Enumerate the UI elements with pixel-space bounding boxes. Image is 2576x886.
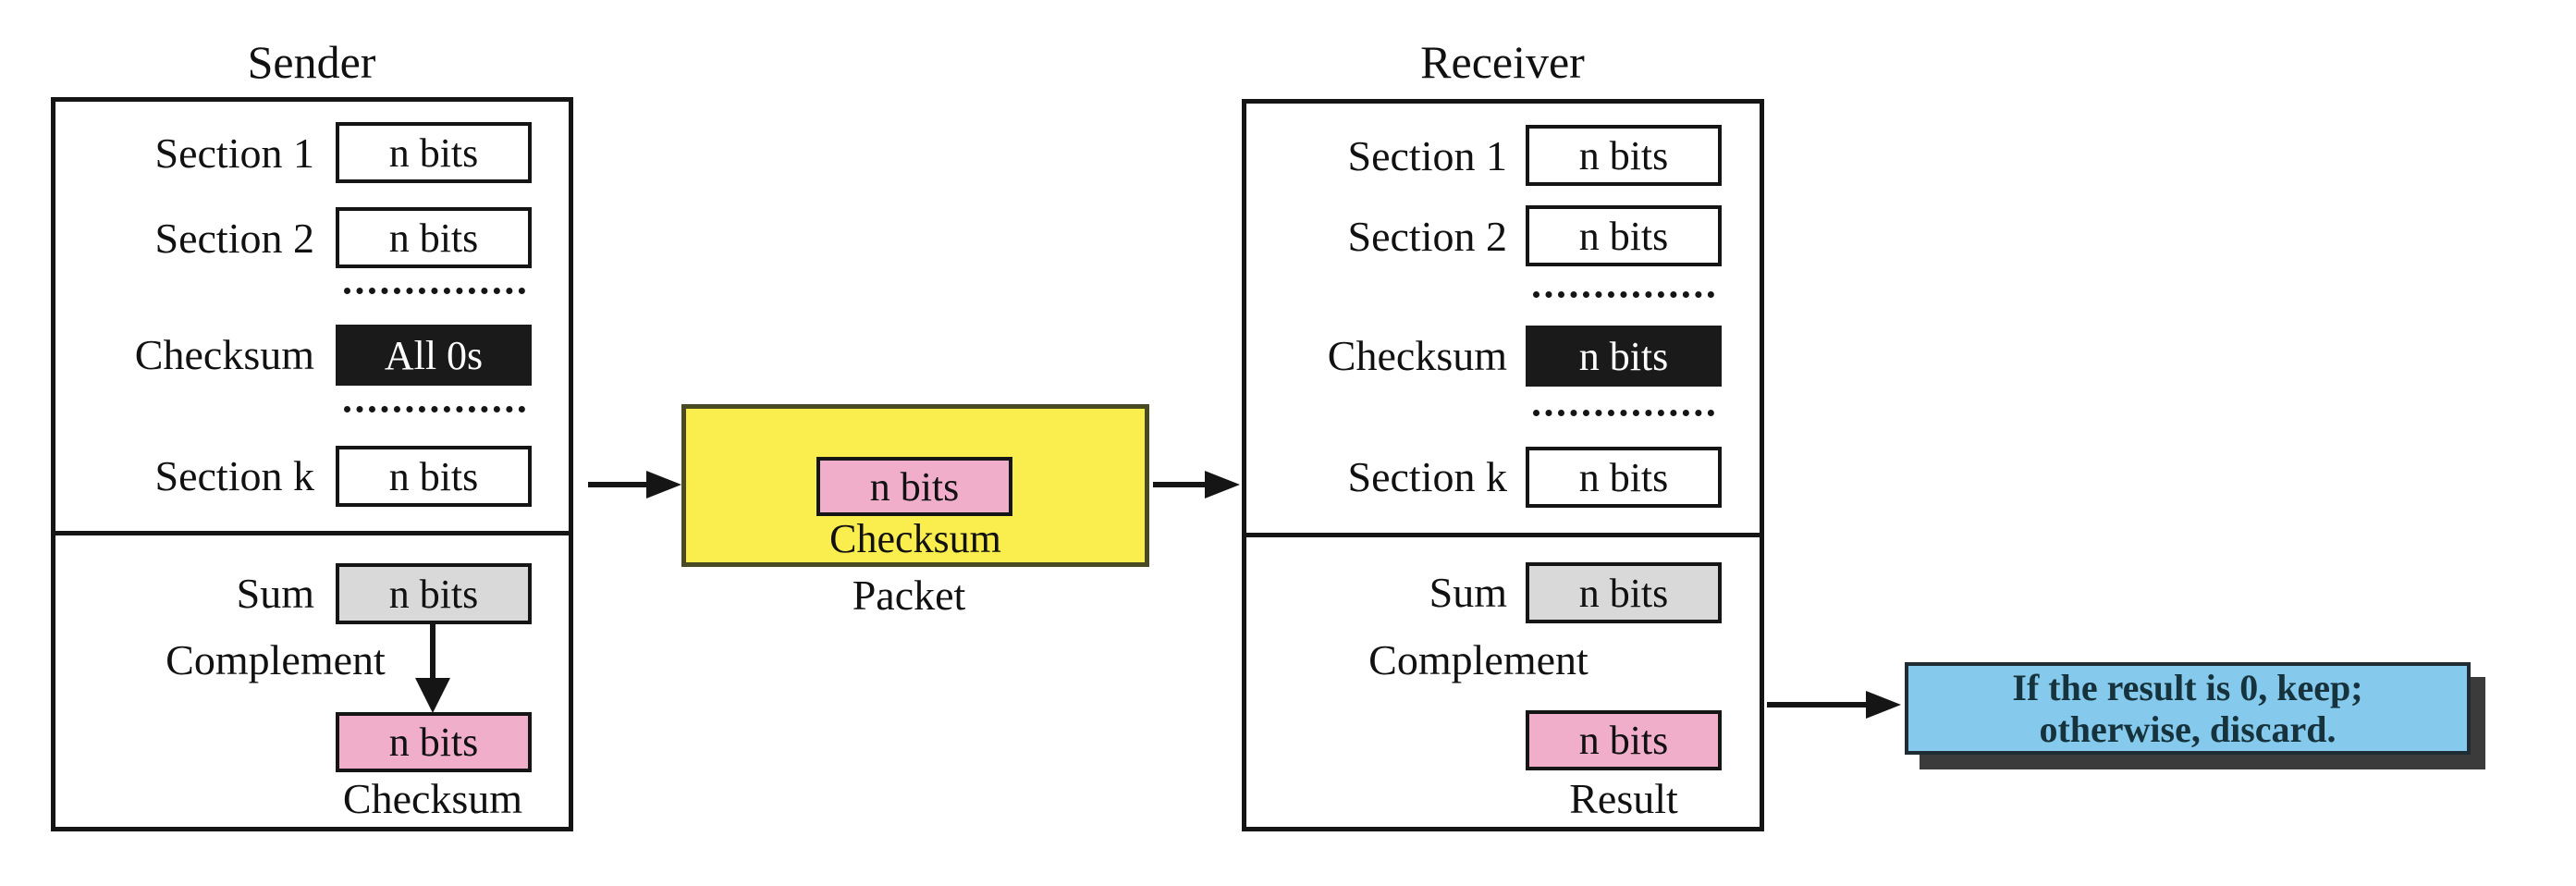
packet-caption: Packet	[852, 572, 966, 619]
packet-to-receiver-arrow-shaft	[1153, 482, 1207, 487]
sender-result-box: n bits	[336, 712, 532, 772]
sender-complement-label: Complement	[166, 636, 386, 683]
sender-section1-box: n bits	[336, 122, 532, 183]
sender-ellipsis-bottom	[344, 406, 525, 412]
sender-sum-box: n bits	[336, 563, 532, 624]
receiver-ellipsis-bottom	[1533, 410, 1714, 416]
receiver-section2-label: Section 2	[1347, 213, 1507, 260]
receiver-sum-label: Sum	[1429, 569, 1507, 616]
packet-checksum-caption: Checksum	[829, 516, 1001, 561]
receiver-to-note-arrow-head	[1866, 691, 1901, 719]
receiver-checksum-box: n bits	[1526, 326, 1722, 387]
receiver-divider	[1242, 533, 1764, 537]
packet-to-receiver-arrow-head	[1205, 471, 1240, 498]
sender-sectionk-label: Section k	[154, 452, 314, 499]
note-line2: otherwise, discard.	[2039, 708, 2337, 750]
receiver-to-note-arrow-shaft	[1767, 702, 1869, 708]
sender-checksum-box: All 0s	[336, 325, 532, 386]
note-line1: If the result is 0, keep;	[2012, 667, 2363, 708]
receiver-title: Receiver	[1420, 36, 1585, 88]
sender-section1-label: Section 1	[154, 129, 314, 177]
receiver-checksum-label: Checksum	[1327, 332, 1507, 379]
receiver-section1-label: Section 1	[1347, 132, 1507, 179]
sender-to-packet-arrow-head	[646, 471, 681, 498]
receiver-sectionk-label: Section k	[1347, 453, 1507, 500]
receiver-result-box: n bits	[1526, 710, 1722, 770]
receiver-sum-box: n bits	[1526, 562, 1722, 623]
receiver-sectionk-box: n bits	[1526, 447, 1722, 508]
sender-sum-label: Sum	[236, 570, 314, 617]
sender-sectionk-box: n bits	[336, 446, 532, 507]
receiver-section1-box: n bits	[1526, 125, 1722, 186]
sender-title: Sender	[247, 36, 376, 88]
sender-ellipsis-top	[344, 288, 525, 294]
sender-checksum-label: Checksum	[134, 331, 314, 378]
packet-checksum-box: n bits	[816, 457, 1012, 516]
sender-section2-label: Section 2	[154, 215, 314, 262]
sender-section2-box: n bits	[336, 207, 532, 268]
receiver-result-caption: Result	[1569, 775, 1678, 822]
note-box: If the result is 0, keep; otherwise, dis…	[1905, 662, 2471, 755]
sender-complement-arrow-shaft	[430, 622, 435, 680]
sender-result-caption: Checksum	[342, 775, 523, 822]
receiver-section2-box: n bits	[1526, 205, 1722, 266]
sender-divider	[51, 531, 573, 535]
sender-to-packet-arrow-shaft	[588, 482, 649, 487]
sender-complement-arrow-head	[415, 678, 450, 713]
receiver-complement-label: Complement	[1368, 636, 1589, 683]
receiver-ellipsis-top	[1533, 291, 1714, 298]
